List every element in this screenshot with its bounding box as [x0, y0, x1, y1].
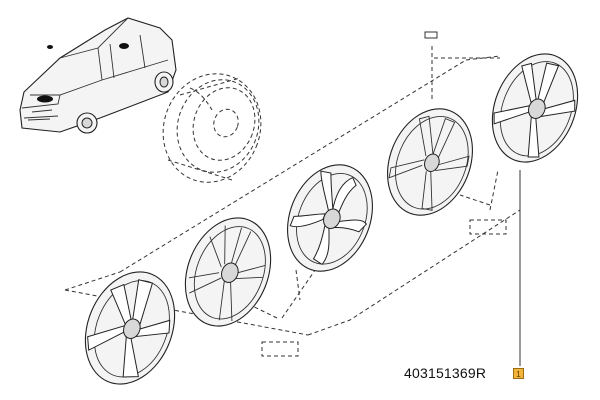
part-number-label: 403151369R [404, 365, 487, 381]
wheel-cover-3 [287, 164, 373, 272]
car-illustration [19, 17, 177, 134]
reference-badge[interactable]: 1 [513, 368, 524, 379]
wheel-cover-5 [491, 53, 579, 163]
wheel-cover-1 [84, 271, 176, 385]
wheel-cover-4 [387, 108, 473, 216]
wheel-cover-2 [184, 217, 272, 327]
steel-wheel [162, 73, 262, 183]
leader-lines [64, 31, 521, 357]
